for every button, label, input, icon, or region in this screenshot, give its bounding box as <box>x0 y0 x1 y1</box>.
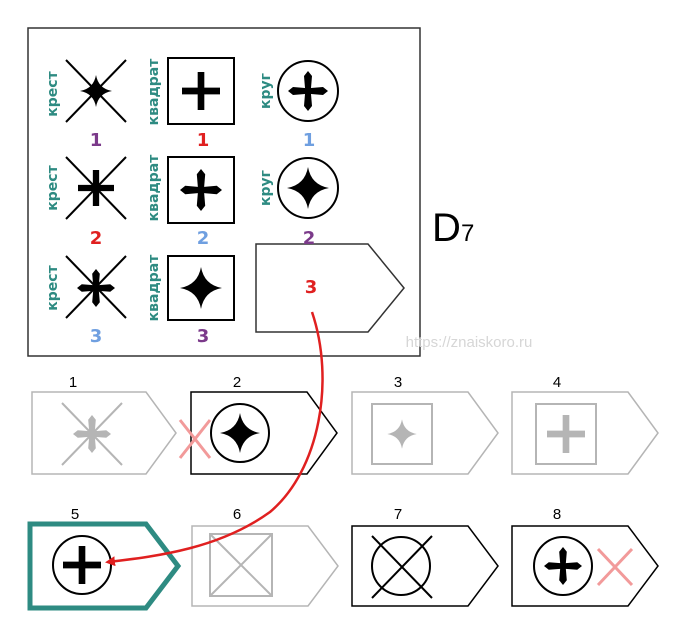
answer-number: 6 <box>233 506 241 523</box>
watermark: https://znaiskoro.ru <box>406 334 533 351</box>
solution-arrow <box>105 311 324 567</box>
column-label-kvadrat: квадрат <box>146 254 162 322</box>
column-label-krest: крест <box>45 264 61 310</box>
row-number: 1 <box>303 130 316 151</box>
cell-kvadrat-1 <box>167 57 235 125</box>
cell-krug-2 <box>277 157 339 219</box>
answer-number: 1 <box>69 374 77 391</box>
row-numbers: 1 1 1 2 2 2 3 3 3 <box>90 130 318 347</box>
answer-option-5[interactable]: 5 <box>27 506 182 611</box>
answer-option-2[interactable]: 2 <box>178 374 338 475</box>
puzzle-id-number: 7 <box>461 220 474 247</box>
row-number: 3 <box>90 326 103 347</box>
column-label-krug: круг <box>258 73 274 109</box>
answer-number: 8 <box>553 506 561 523</box>
cell-kvadrat-2 <box>167 156 235 224</box>
row-number: 2 <box>90 228 103 249</box>
column-labels: крест квадрат круг крест квадрат круг кр… <box>45 58 277 322</box>
cell-krest-1 <box>65 59 127 123</box>
answer-option-3[interactable]: 3 <box>351 374 499 475</box>
column-label-kvadrat: квадрат <box>146 58 162 126</box>
column-label-krest: крест <box>45 164 61 210</box>
answer-number: 4 <box>553 374 561 391</box>
cell-krug-3-empty <box>255 243 405 333</box>
puzzle-id: D 7 <box>432 206 474 250</box>
cell-krug-1 <box>277 60 339 122</box>
answer-number: 2 <box>233 374 241 391</box>
cell-kvadrat-3 <box>167 255 235 321</box>
answer-option-7[interactable]: 7 <box>351 506 499 607</box>
row-number: 1 <box>197 130 210 151</box>
answer-option-4[interactable]: 4 <box>511 374 659 475</box>
column-label-kvadrat: квадрат <box>146 154 162 222</box>
answer-option-1[interactable]: 1 <box>31 374 177 475</box>
answer-option-6[interactable]: 6 <box>191 506 339 607</box>
answer-number: 3 <box>394 374 402 391</box>
column-label-krest: крест <box>45 70 61 116</box>
answer-number: 7 <box>394 506 402 523</box>
answer-option-8[interactable]: 8 <box>511 506 659 607</box>
row-number: 3 <box>197 326 210 347</box>
row-number: 2 <box>303 228 316 249</box>
row-number: 2 <box>197 228 210 249</box>
row-number: 1 <box>90 130 103 151</box>
row-number: 3 <box>305 277 318 298</box>
answer-number: 5 <box>71 506 79 523</box>
cell-krest-2 <box>65 156 127 220</box>
column-label-krug: круг <box>258 170 274 206</box>
puzzle-id-letter: D <box>432 206 461 250</box>
cell-krest-3 <box>65 255 127 319</box>
